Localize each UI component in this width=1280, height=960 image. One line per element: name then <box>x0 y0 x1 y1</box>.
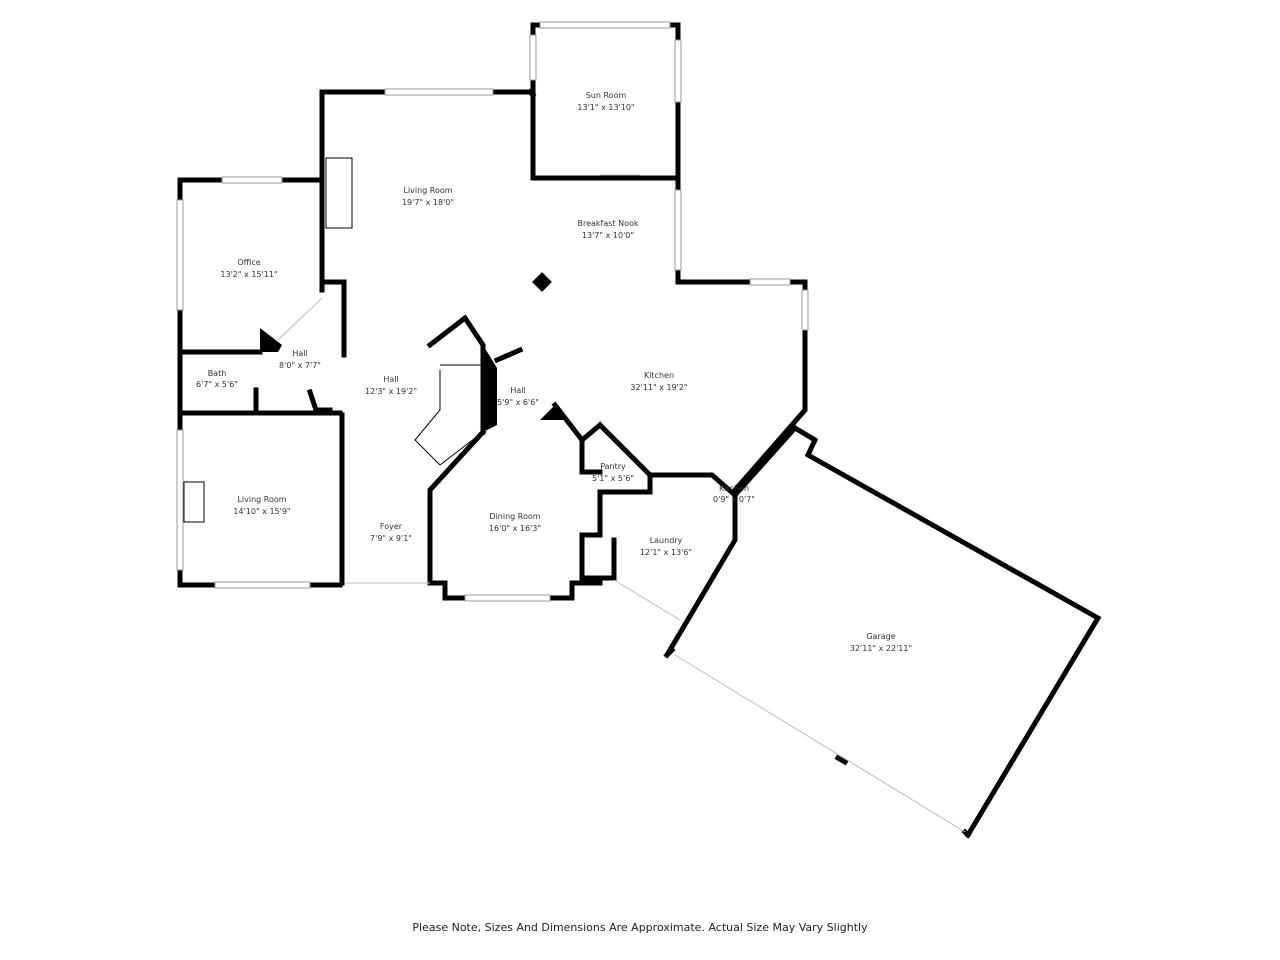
room-dims: 5'1" x 5'6" <box>592 474 634 483</box>
windows <box>176 21 966 833</box>
room-name: Breakfast Nook <box>577 219 638 228</box>
room-dims: 5'9" x 6'6" <box>497 398 539 407</box>
room-dims: 32'11" x 22'11" <box>850 644 912 653</box>
room-name: Laundry <box>650 536 683 545</box>
room-name: Kitchen <box>719 484 749 493</box>
disclaimer-note: Please Note, Sizes And Dimensions Are Ap… <box>412 921 868 934</box>
room-dims: 12'1" x 13'6" <box>640 548 692 557</box>
room-dims: 8'0" x 7'7" <box>279 361 321 370</box>
room-name: Dining Room <box>489 512 540 521</box>
room-dims: 13'7" x 10'0" <box>582 231 634 240</box>
room-dims: 7'9" x 9'1" <box>370 534 412 543</box>
room-dims: 6'7" x 5'6" <box>196 380 238 389</box>
room-name: Pantry <box>600 462 626 471</box>
room-dims: 14'10" x 15'9" <box>233 507 290 516</box>
room-name: Garage <box>866 632 895 641</box>
room-name: Office <box>237 258 260 267</box>
room-labels: Sun Room 13'1" x 13'10" Living Room 19'7… <box>196 91 912 653</box>
room-name: Sun Room <box>586 91 627 100</box>
room-name: Hall <box>292 349 307 358</box>
room-name: Hall <box>383 375 398 384</box>
room-dims: 0'9" x 0'7" <box>713 495 755 504</box>
room-dims: 12'3" x 19'2" <box>365 387 417 396</box>
room-dims: 13'1" x 13'10" <box>577 103 634 112</box>
walls <box>177 22 1102 839</box>
room-name: Hall <box>510 386 525 395</box>
room-name: Foyer <box>380 522 403 531</box>
room-name: Living Room <box>237 495 286 504</box>
room-dims: 32'11" x 19'2" <box>630 383 687 392</box>
room-name: Living Room <box>403 186 452 195</box>
room-dims: 16'0" x 16'3" <box>489 524 541 533</box>
room-dims: 13'2" x 15'11" <box>220 270 277 279</box>
room-name: Kitchen <box>644 371 674 380</box>
room-name: Bath <box>208 369 227 378</box>
room-dims: 19'7" x 18'0" <box>402 198 454 207</box>
